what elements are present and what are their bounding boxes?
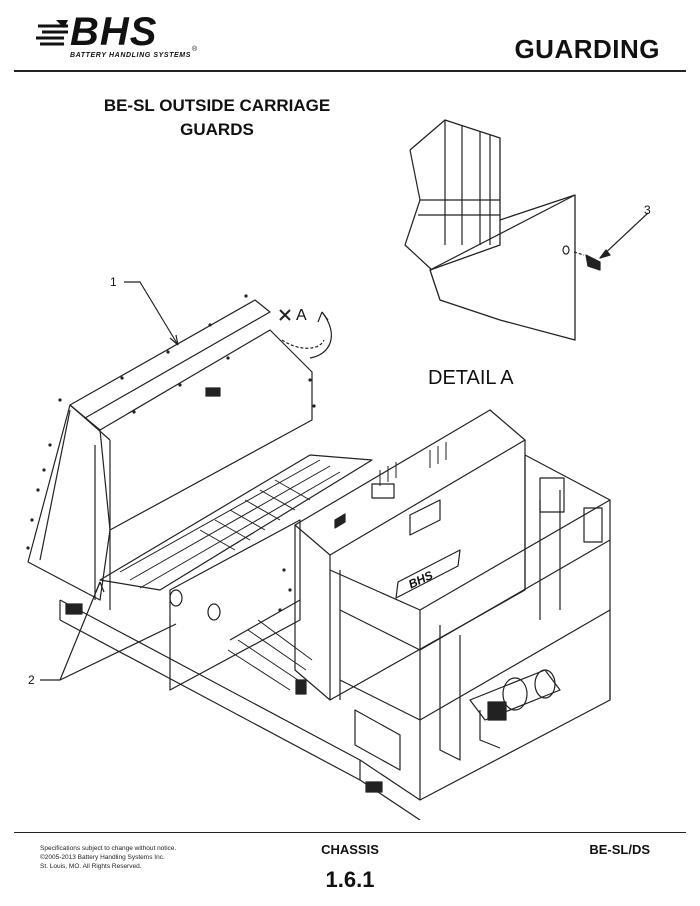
chassis-frame [59, 440, 611, 820]
logo-tagline: BATTERY HANDLING SYSTEMS [70, 52, 191, 59]
header-divider [14, 70, 686, 72]
platform-railing [329, 454, 611, 800]
roller-conveyor [99, 454, 373, 695]
guard-assembly-drawing: DETAIL A 3 A [26, 119, 651, 820]
section-title: GUARDING [514, 34, 660, 64]
detail-a-view [404, 119, 601, 341]
footer-model: BE-SL/DS [589, 842, 650, 857]
footer-legal-note: Specifications subject to change without… [40, 845, 177, 870]
footer-section: CHASSIS [321, 842, 379, 857]
footer-divider [14, 832, 686, 833]
footer-page-number: 1.6.1 [325, 867, 375, 892]
footer-section-block: CHASSIS 1.6.1 [300, 842, 400, 893]
outside-carriage-guard [26, 294, 316, 601]
inner-side-guard [169, 519, 301, 691]
callout-1-label: 1 [110, 275, 117, 289]
drive-motor [469, 669, 561, 749]
callout-1: 1 [110, 275, 179, 346]
callout-3: 3 [599, 203, 651, 259]
document-title: BE-SL OUTSIDE CARRIAGE GUARDS [52, 94, 382, 142]
logo-speed-lines-icon [36, 20, 68, 46]
document-title-line1: BE-SL OUTSIDE CARRIAGE [103, 96, 331, 115]
view-marker-a-label: A [296, 307, 307, 324]
carriage-tower [294, 409, 526, 701]
nameplate-label: BHS [406, 568, 435, 591]
callout-3-label: 3 [644, 203, 651, 217]
bhs-nameplate: BHS [395, 549, 461, 599]
callout-2: 2 [28, 581, 177, 687]
bhs-logo: BHS ® BATTERY HANDLING SYSTEMS [34, 10, 204, 66]
detail-a-label: DETAIL A [428, 367, 514, 389]
document-title-line2: GUARDS [180, 120, 254, 139]
page-header: BHS ® BATTERY HANDLING SYSTEMS GUARDING [0, 0, 700, 76]
logo-wordmark: BHS [70, 10, 158, 54]
callout-2-label: 2 [28, 673, 35, 687]
view-marker-a: A [279, 307, 332, 359]
casters [65, 603, 383, 793]
